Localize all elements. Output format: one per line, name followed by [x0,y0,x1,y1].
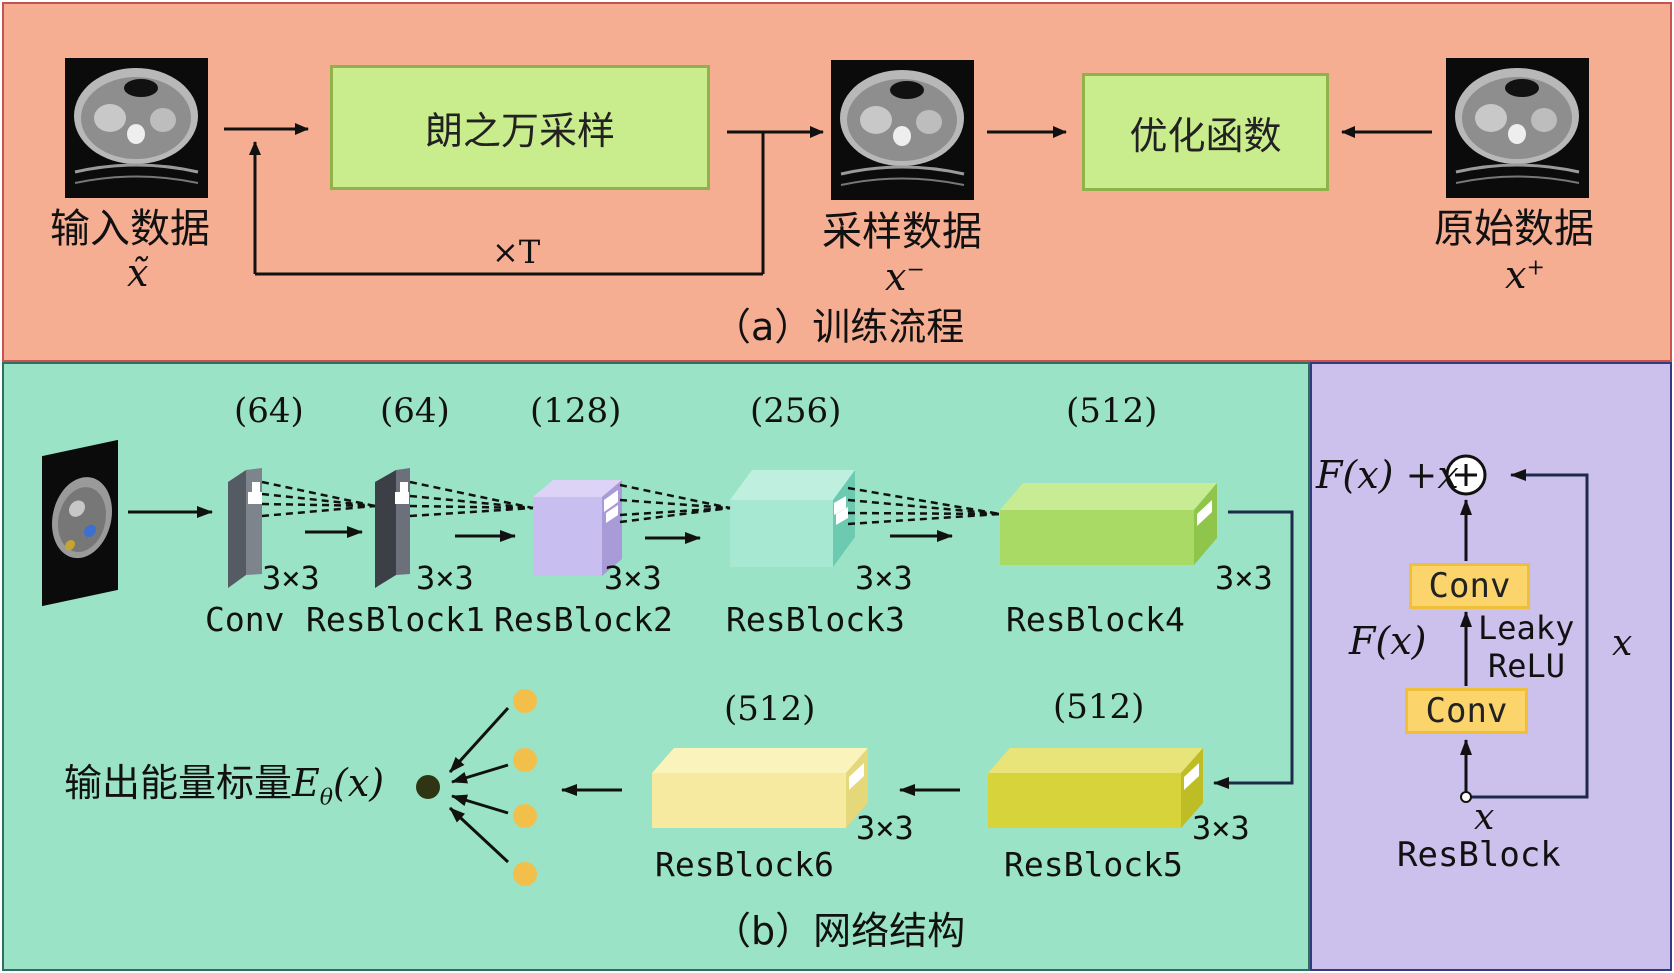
channel-count-resblock2: (128) [530,391,622,431]
input-ct-image [65,58,208,198]
channel-count-resblock4: (512) [1066,391,1158,431]
channel-count-resblock1: (64) [380,391,450,431]
layer-name-resblock5: ResBlock5 [1004,845,1183,884]
kernel-size-conv: 3×3 [262,559,320,597]
original-data-label: 原始数据 [1434,206,1594,252]
original-symbol-base: x [1505,253,1527,297]
activation-label-line1: Leaky [1478,609,1575,647]
kernel-size-resblock6: 3×3 [856,809,914,847]
layer-name-resblock1: ResBlock1 [306,600,485,639]
sampled-symbol-sup: − [906,257,925,283]
layer-name-resblock4: ResBlock4 [1006,600,1185,639]
langevin-sampling-box: 朗之万采样 [330,65,710,190]
channel-count-conv: (64) [234,391,304,431]
channel-count-resblock6: (512) [724,689,816,729]
sum-output-label: F(x) +x [1316,456,1459,494]
output-energy-argument: (x) [333,761,385,805]
layer-name-conv: Conv [205,600,285,639]
input-data-label: 输入数据 [50,206,210,252]
optimization-function-box: 优化函数 [1082,73,1329,191]
network-input-image [42,439,118,607]
sampled-data-symbol: x− [885,258,925,296]
output-energy-label: 输出能量标量Eθ(x) [64,764,384,810]
activation-label-line2: ReLU [1488,647,1566,685]
output-energy-symbol: E [292,761,320,805]
skip-connection-label: x [1612,623,1633,664]
kernel-size-resblock4: 3×3 [1215,559,1273,597]
sampled-data-label: 采样数据 [822,209,982,255]
layer-name-resblock2: ResBlock2 [494,600,673,639]
kernel-size-resblock1: 3×3 [416,559,474,597]
sum-output-f: F [1316,453,1343,497]
kernel-size-resblock3: 3×3 [855,559,913,597]
channel-count-resblock3: (256) [750,391,842,431]
sampled-symbol-base: x [885,255,907,299]
loop-count-label: ×T [492,233,541,271]
network-structure-panel [2,362,1310,971]
sampled-ct-image [831,60,974,200]
channel-count-resblock5: (512) [1053,687,1145,727]
output-energy-subscript: θ [319,785,334,811]
resblock-conv-bottom: Conv [1405,688,1528,734]
layer-name-resblock6: ResBlock6 [655,845,834,884]
kernel-size-resblock5: 3×3 [1192,809,1250,847]
original-data-symbol: x+ [1505,256,1545,294]
layer-name-resblock3: ResBlock3 [726,600,905,639]
resblock-title: ResBlock [1397,835,1561,875]
output-energy-text: 输出能量标量 [64,761,293,805]
training-flow-caption: （a）训练流程 [713,305,965,349]
network-structure-caption: （b）网络结构 [713,909,966,953]
resblock-conv-top: Conv [1409,563,1530,609]
residual-function-rest: (x) [1375,619,1427,663]
residual-function-f: F [1349,619,1376,663]
input-data-symbol: x̃ [127,251,149,295]
original-ct-image [1446,58,1589,198]
resblock-input-label: x [1474,797,1495,838]
kernel-size-resblock2: 3×3 [604,559,662,597]
sum-output-rest: (x) +x [1342,453,1459,497]
residual-function-label: F(x) [1349,622,1426,660]
original-symbol-sup: + [1526,255,1545,281]
